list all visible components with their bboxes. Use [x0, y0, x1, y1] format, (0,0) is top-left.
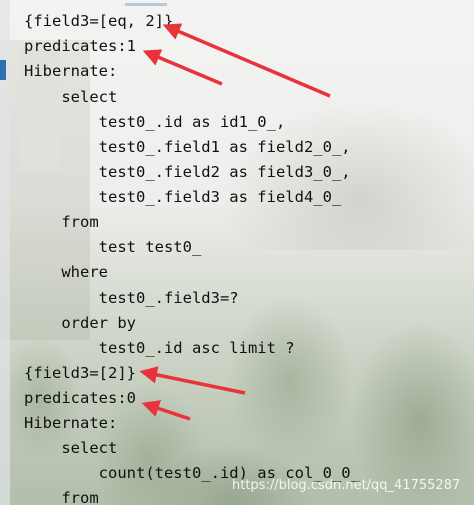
console-line: {field3=[2]}: [24, 364, 136, 382]
console-line: order by: [24, 314, 136, 332]
console-line: count(test0_.id) as col_0_0_: [24, 464, 360, 482]
console-line: test0_.id as id1_0_,: [24, 113, 286, 131]
console-line: Hibernate:: [24, 62, 118, 80]
console-line: test test0_: [24, 238, 202, 256]
console-line: select: [24, 439, 118, 457]
console-line: from: [24, 213, 99, 231]
console-line: select: [24, 88, 118, 106]
console-line: test0_.field3 as field4_0_: [24, 188, 342, 206]
editor-gutter: [0, 0, 10, 505]
watermark: https://blog.csdn.net/qq_41755287: [232, 478, 461, 493]
console-line: test0_.field3=?: [24, 289, 239, 307]
console-line: test0_.field1 as field2_0_,: [24, 138, 351, 156]
console-line: from: [24, 489, 99, 505]
console-line: predicates:0: [24, 389, 136, 407]
console-line: predicates:1: [24, 37, 136, 55]
console-line: Hibernate:: [24, 414, 118, 432]
forest: [0, 200, 474, 505]
console-line: test0_.id asc limit ?: [24, 339, 295, 357]
castle-tower: [20, 50, 60, 170]
console-line: {field3=[eq, 2]}: [24, 12, 174, 30]
gutter-marker: [0, 60, 6, 80]
tab-indicator: [125, 3, 167, 6]
console-line: where: [24, 263, 108, 281]
console-line: test0_.field2 as field3_0_,: [24, 163, 351, 181]
